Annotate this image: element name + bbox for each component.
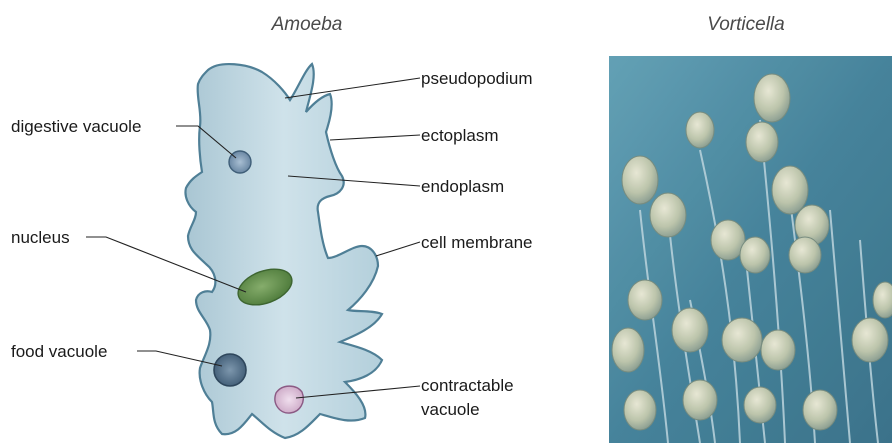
label-ectoplasm: ectoplasm bbox=[421, 126, 498, 145]
contractile-vacuole-shape bbox=[275, 386, 303, 413]
leader-ectoplasm bbox=[330, 135, 420, 140]
amoeba-illustration bbox=[185, 64, 382, 438]
vorticella-photo bbox=[609, 56, 892, 443]
amoeba-cell-body bbox=[185, 64, 382, 438]
label-endoplasm: endoplasm bbox=[421, 177, 504, 196]
vorticella-title: Vorticella bbox=[707, 14, 784, 35]
label-contractable-vacuole-line2: vacuole bbox=[421, 400, 480, 419]
leader-cell-membrane bbox=[376, 242, 420, 256]
label-nucleus: nucleus bbox=[11, 228, 70, 247]
label-cell-membrane: cell membrane bbox=[421, 233, 533, 252]
label-digestive-vacuole: digestive vacuole bbox=[11, 117, 141, 136]
label-food-vacuole: food vacuole bbox=[11, 342, 107, 361]
label-pseudopodium: pseudopodium bbox=[421, 69, 533, 88]
amoeba-title: Amoeba bbox=[271, 14, 343, 35]
food-vacuole-shape bbox=[214, 354, 246, 386]
label-contractable-vacuole-line1: contractable bbox=[421, 376, 514, 395]
